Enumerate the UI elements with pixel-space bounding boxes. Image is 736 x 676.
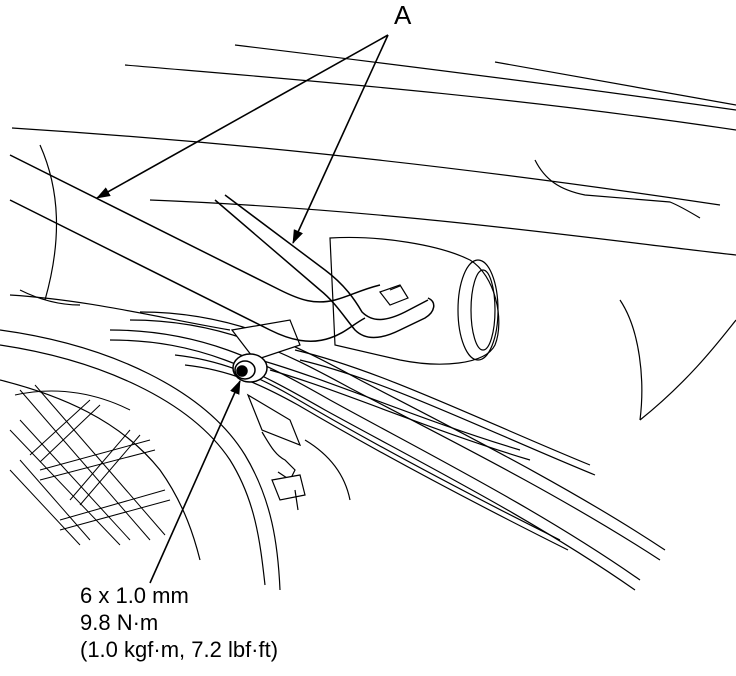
- torque-alt-text: (1.0 kgf·m, 7.2 lbf·ft): [80, 637, 279, 662]
- leader-lines: [96, 34, 389, 584]
- bolt: [232, 353, 268, 383]
- callout-a-label: A: [394, 0, 412, 30]
- bolt-size-text: 6 x 1.0 mm: [80, 583, 189, 608]
- torque-nm-text: 9.8 N·m: [80, 610, 159, 635]
- brake-pipes-a: [9, 154, 435, 343]
- bolt-spec: 6 x 1.0 mm 9.8 N·m (1.0 kgf·m, 7.2 lbf·f…: [80, 582, 278, 663]
- cross-member-lattice: [9, 384, 171, 546]
- brake-line-bundle: [109, 311, 666, 591]
- suspension-arcs: [0, 329, 281, 591]
- cylinder-body: [329, 236, 500, 365]
- leader-a-1: [96, 34, 389, 199]
- body-panel-lines: [9, 44, 736, 421]
- line-clamp-bracket: [230, 319, 351, 511]
- leader-bolt: [149, 380, 241, 584]
- leader-a-2: [292, 34, 389, 244]
